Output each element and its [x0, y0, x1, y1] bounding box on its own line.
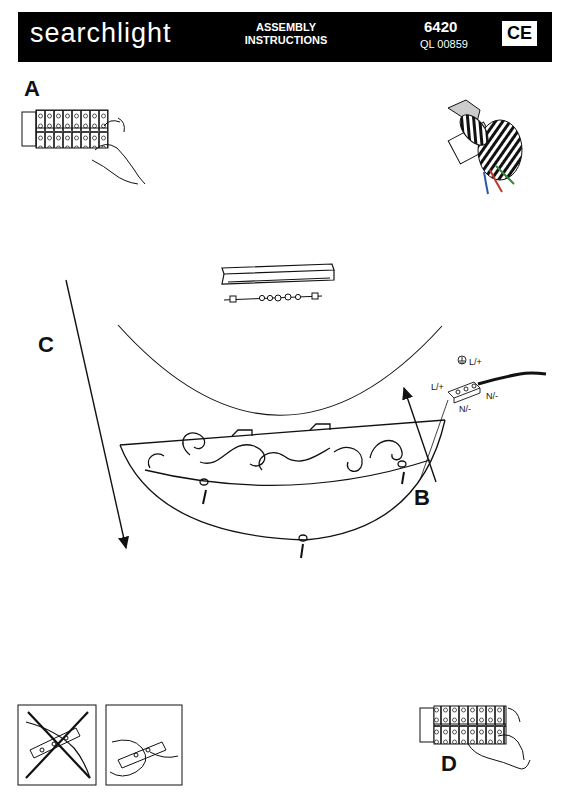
- step-letter: D: [441, 753, 457, 775]
- mounting-bracket: [222, 264, 334, 284]
- document-title: ASSEMBLY INSTRUCTIONS: [236, 21, 336, 46]
- step-letter: C: [38, 334, 54, 356]
- step-letter: A: [24, 78, 40, 100]
- reference-code: QL 00859: [420, 38, 468, 51]
- terminal-label: N/-: [485, 392, 499, 401]
- taped-connector: [448, 100, 522, 194]
- header-band: searchlight ASSEMBLY INSTRUCTIONS 6420 QL 0…: [18, 12, 552, 62]
- brand-logo: searchlight: [30, 18, 172, 49]
- terminal-strip-d: [420, 706, 530, 769]
- terminal-block: [448, 373, 546, 403]
- model-number: 6420: [424, 18, 457, 35]
- ce-text: CE: [502, 21, 537, 46]
- terminal-strip-a: [22, 110, 145, 184]
- terminal-label: N/-: [458, 405, 472, 414]
- ce-mark: CE: [501, 20, 538, 47]
- step-letter: B: [414, 487, 430, 509]
- terminal-label: L/+: [430, 383, 445, 392]
- terminal-label: L/+: [468, 358, 483, 367]
- threaded-rod: [224, 293, 322, 302]
- lamp-handling-warning: [18, 705, 182, 785]
- leader-line: [420, 400, 448, 480]
- wiring-arrow-b: [404, 388, 436, 482]
- glass-shade: [118, 325, 442, 415]
- bowl-frame: [120, 420, 445, 558]
- assembly-arrow-c: [66, 280, 126, 548]
- earth-symbol: [458, 356, 466, 364]
